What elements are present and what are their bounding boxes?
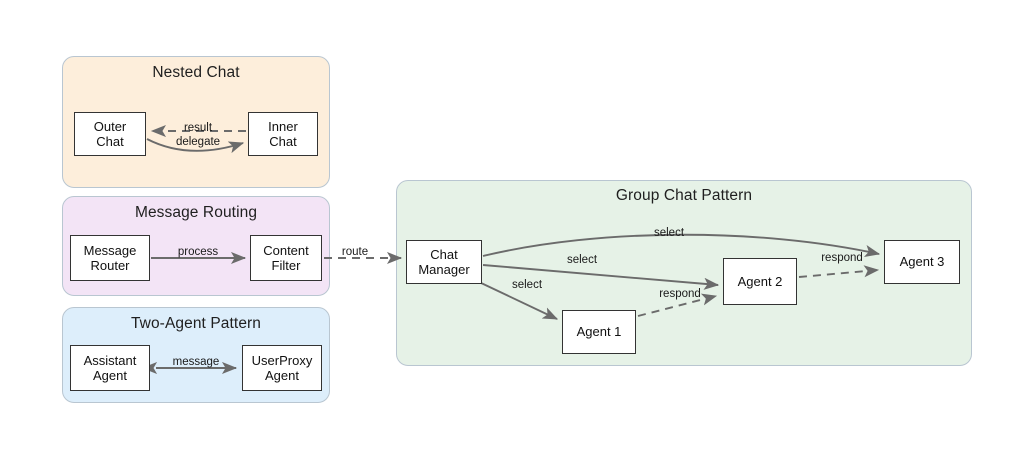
- node-userproxy-agent[interactable]: UserProxy Agent: [242, 345, 322, 391]
- node-chat-manager[interactable]: Chat Manager: [406, 240, 482, 284]
- edge-label-select-agent2: select: [566, 254, 598, 266]
- node-message-router[interactable]: Message Router: [70, 235, 150, 281]
- node-agent-3[interactable]: Agent 3: [884, 240, 960, 284]
- node-content-filter[interactable]: Content Filter: [250, 235, 322, 281]
- edge-label-select-agent3: select: [653, 227, 685, 239]
- panel-title-group-chat-pattern: Group Chat Pattern: [615, 187, 753, 204]
- panel-title-message-routing: Message Routing: [134, 204, 258, 221]
- node-outer-chat[interactable]: Outer Chat: [74, 112, 146, 156]
- node-inner-chat[interactable]: Inner Chat: [248, 112, 318, 156]
- edge-label-process: process: [177, 246, 219, 258]
- edge-label-message: message: [172, 356, 220, 368]
- edge-label-result: result: [183, 122, 213, 134]
- node-agent-2[interactable]: Agent 2: [723, 258, 797, 305]
- edge-label-route: route: [341, 246, 369, 258]
- node-assistant-agent[interactable]: Assistant Agent: [70, 345, 150, 391]
- panel-title-nested-chat: Nested Chat: [152, 64, 240, 81]
- edge-label-select-agent1: select: [511, 279, 543, 291]
- edge-label-delegate: delegate: [175, 136, 221, 148]
- panel-title-two-agent-pattern: Two-Agent Pattern: [130, 315, 262, 332]
- edge-label-respond-agent2-agent3: respond: [821, 252, 863, 264]
- edge-label-respond-agent1-agent2: respond: [659, 288, 701, 300]
- node-agent-1[interactable]: Agent 1: [562, 310, 636, 354]
